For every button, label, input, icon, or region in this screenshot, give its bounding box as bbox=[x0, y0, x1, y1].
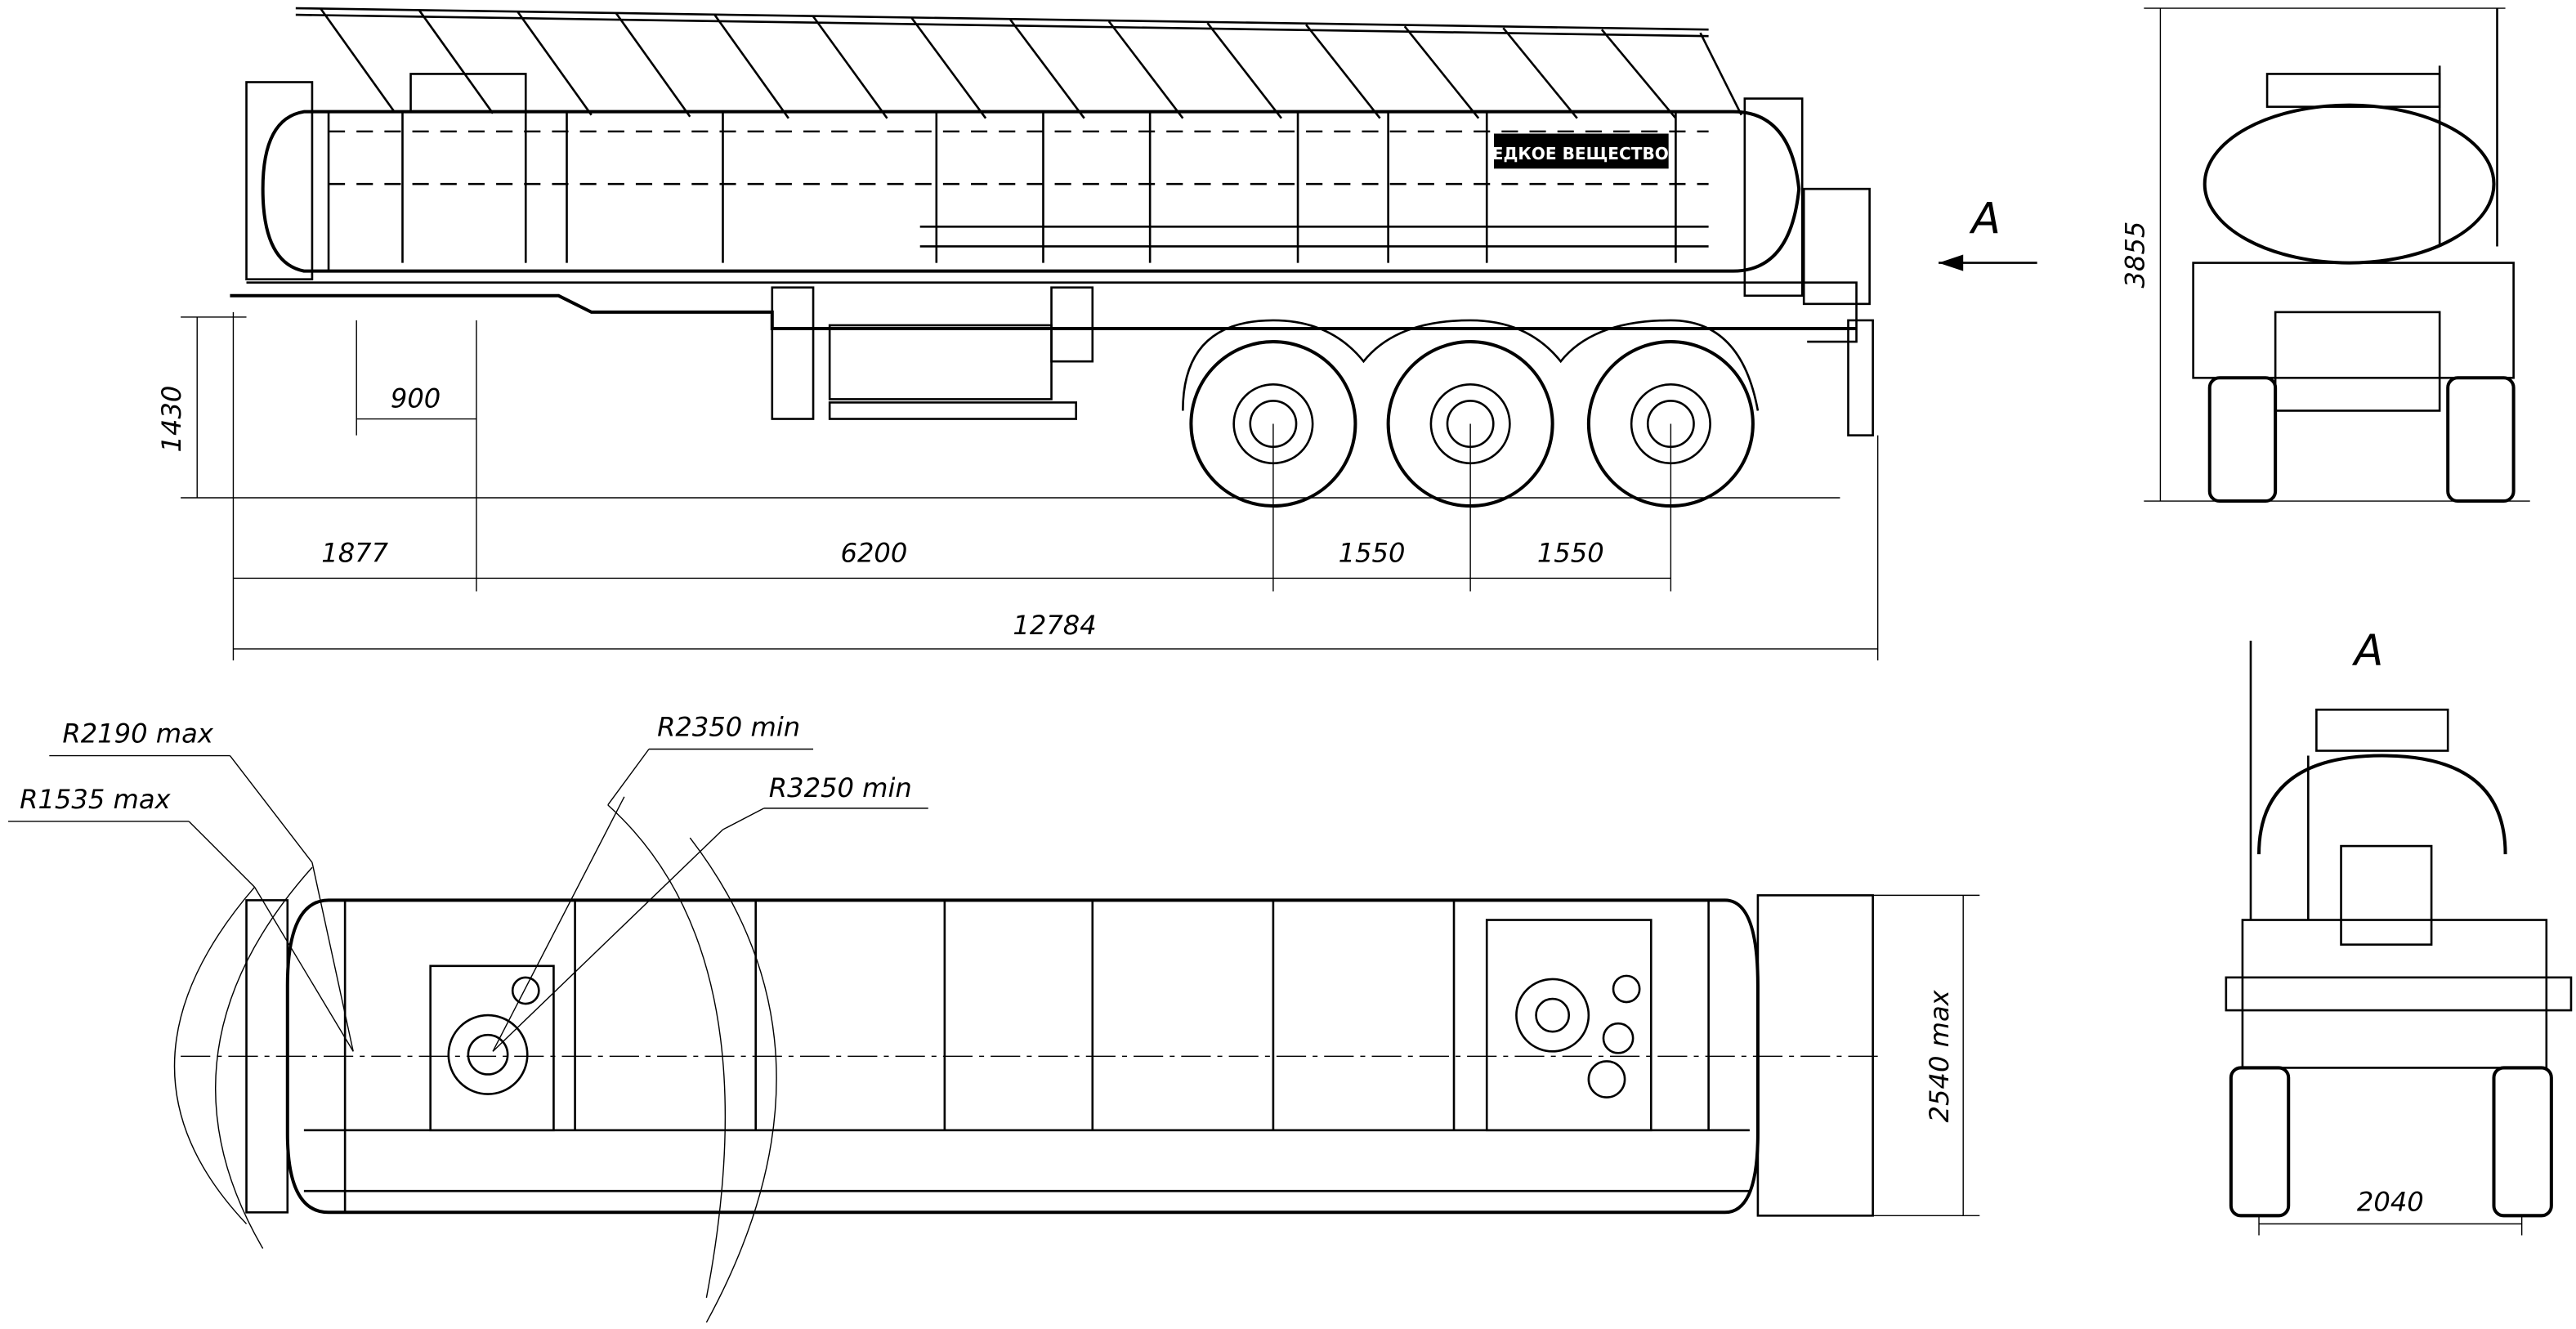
side-dimensions: 1430 900 1877 6200 1550 1550 12784 bbox=[156, 311, 1879, 660]
landing-gear bbox=[771, 286, 815, 420]
tank-body: ЕДКОЕ ВЕЩЕСТВО bbox=[245, 73, 1871, 306]
wheels bbox=[1189, 340, 1755, 508]
dim-1550-b: 1550 bbox=[1537, 537, 1604, 568]
arrow-left-icon bbox=[1939, 254, 1964, 271]
dim-2040: 2040 bbox=[2357, 1186, 2424, 1217]
svg-text:A: A bbox=[1969, 194, 2001, 244]
tank-canopy bbox=[295, 7, 1742, 119]
view-a: A 2040 bbox=[2225, 626, 2573, 1236]
radius-r2350: R2350 min bbox=[657, 711, 800, 742]
chassis-frame bbox=[230, 281, 1874, 436]
view-a-marker: A bbox=[1939, 194, 2037, 271]
dim-1550-a: 1550 bbox=[1339, 537, 1406, 568]
dim-900: 900 bbox=[391, 383, 441, 414]
dim-6200: 6200 bbox=[841, 537, 908, 568]
side-view: ЕДКОЕ ВЕЩЕСТВО bbox=[156, 7, 2037, 660]
dim-3855: 3855 bbox=[2119, 222, 2150, 289]
radius-r3250: R3250 min bbox=[769, 772, 912, 803]
tank-label: ЕДКОЕ ВЕЩЕСТВО bbox=[1492, 144, 1669, 163]
rear-view: 3855 bbox=[2119, 7, 2530, 503]
front-manhole-platform bbox=[429, 964, 555, 1132]
dim-2540-max: 2540 max bbox=[1924, 989, 1955, 1122]
dim-12784: 12784 bbox=[1013, 610, 1096, 641]
radius-r2190: R2190 max bbox=[62, 718, 213, 749]
dim-1430: 1430 bbox=[156, 386, 187, 453]
rear-manhole-platform bbox=[1485, 919, 1652, 1132]
turning-radius-arcs bbox=[8, 748, 928, 1323]
view-a-title: A bbox=[2352, 626, 2384, 676]
top-view: R2190 max R1535 max R2350 min R3250 min … bbox=[8, 711, 1980, 1323]
dim-1877: 1877 bbox=[321, 537, 388, 568]
hazard-plate bbox=[1493, 133, 1669, 169]
radius-r1535: R1535 max bbox=[20, 784, 171, 815]
